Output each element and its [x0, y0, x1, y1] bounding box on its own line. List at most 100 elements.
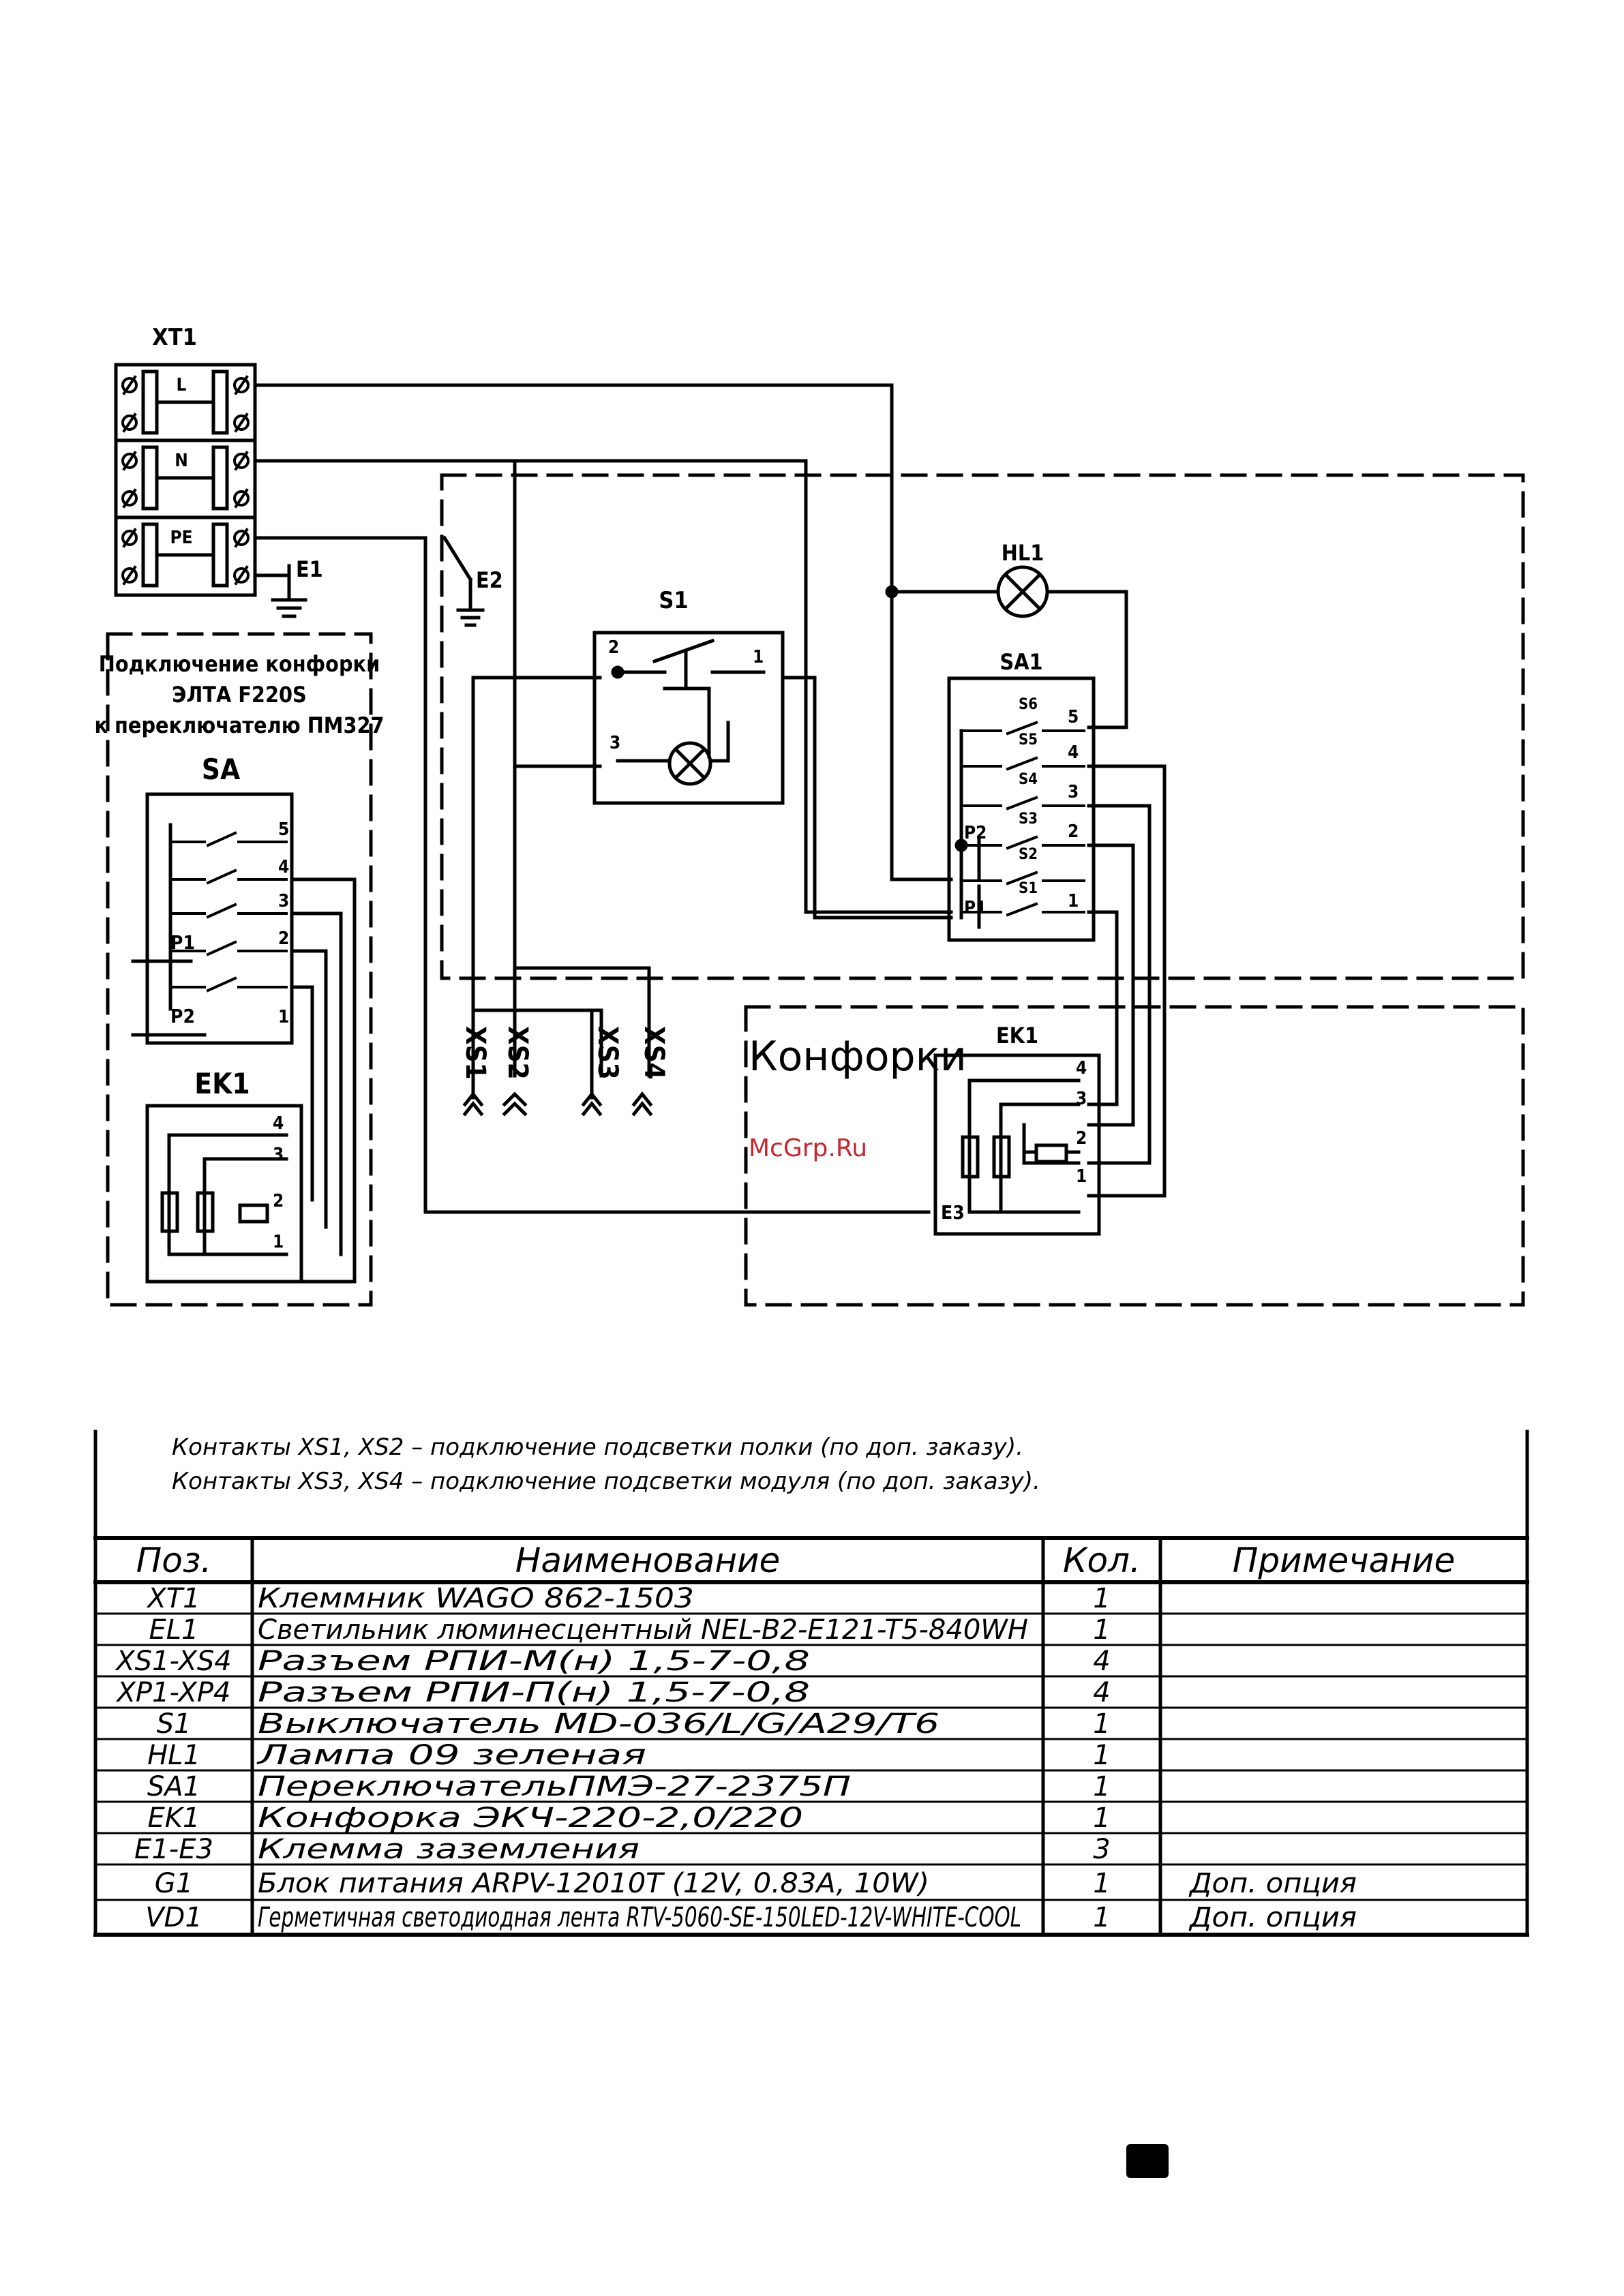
label-xt1-l: L — [177, 375, 187, 395]
label-sa1-s4: S4 — [1019, 771, 1038, 788]
inset-pin2: 2 — [278, 928, 289, 949]
bom-row-qty: 1 — [1093, 1740, 1110, 1771]
label-sa1-pin3: 3 — [1068, 782, 1079, 802]
label-ek1-pin3: 3 — [1076, 1089, 1087, 1109]
inset-pin4: 4 — [278, 857, 289, 877]
bom-header-pos: Поз. — [136, 1541, 212, 1580]
inset-title-3: к переключателю ПМ327 — [94, 712, 384, 738]
bom-row-qty: 1 — [1093, 1614, 1110, 1646]
inset-switch-sa — [131, 792, 357, 1284]
switch-s1 — [592, 631, 785, 805]
inset-ek1-pin4: 4 — [273, 1113, 284, 1134]
bom-row-pos: EL1 — [149, 1614, 198, 1646]
terminal-block-xt1 — [114, 363, 257, 597]
bom-row-name: Лампа 09 зеленая — [256, 1740, 646, 1771]
inset-p1: P1 — [170, 931, 195, 954]
inset-title-1: Подключение конфорки — [99, 651, 380, 677]
bom-header-qty: Кол. — [1063, 1541, 1141, 1580]
label-e3: E3 — [941, 1201, 965, 1224]
bom-row-name: Клеммник WAGO 862-1503 — [258, 1583, 694, 1614]
label-ek1-pin4: 4 — [1076, 1058, 1087, 1078]
label-sa1-p1: P1 — [964, 898, 987, 918]
wire-s1-feed — [471, 676, 953, 1078]
bom-row-qty: 1 — [1093, 1868, 1110, 1899]
lamp-hl1 — [885, 565, 1128, 729]
bom-row-note: Доп. опция — [1188, 1902, 1357, 1933]
bom-row-name: Герметичная светодиодная лента RTV-5060-… — [258, 1902, 1021, 1933]
bom-row-pos: XP1-XP4 — [116, 1677, 231, 1708]
label-xs4: XS4 — [638, 1026, 670, 1080]
bom-row-pos: E1-E3 — [134, 1834, 213, 1865]
bom-row-pos: EK1 — [148, 1802, 200, 1834]
bom-row-name: Блок питания ARPV-12010T (12V, 0.83A, 10… — [258, 1868, 929, 1899]
label-sa1-pin5: 5 — [1068, 707, 1079, 727]
bom-row-name: Клемма заземления — [258, 1834, 640, 1865]
bom-header-note: Примечание — [1233, 1541, 1455, 1580]
bom-row-pos: VD1 — [145, 1902, 202, 1933]
inset-sa: SA — [202, 753, 241, 786]
label-sa1-pin2: 2 — [1068, 821, 1079, 842]
wire-l — [253, 383, 953, 881]
label-xt1-n: N — [175, 451, 188, 471]
label-xt1: XT1 — [152, 324, 197, 351]
label-ek1-pin2: 2 — [1076, 1128, 1087, 1149]
bom-header-name: Наименование — [515, 1541, 781, 1580]
label-e2: E2 — [476, 567, 503, 593]
bom-row-pos: HL1 — [147, 1740, 200, 1771]
label-s1-pin3: 3 — [610, 733, 620, 753]
inset-ek1-pin2: 2 — [273, 1191, 284, 1211]
label-e1: E1 — [296, 556, 323, 582]
bom-row-name: Светильник люминесцентный NEL-B2-E121-T5… — [258, 1614, 1028, 1646]
watermark-text: McGrp.Ru — [749, 1134, 867, 1162]
page-number-marker — [1126, 2144, 1169, 2178]
bom-row-name: ПереключательПМЭ-27-2375П — [258, 1771, 851, 1802]
bom-row-qty: 1 — [1093, 1802, 1110, 1834]
bom-row-pos: SA1 — [147, 1771, 200, 1802]
inset-ek1-pin1: 1 — [273, 1232, 284, 1252]
label-ek1: EK1 — [996, 1023, 1038, 1048]
label-ek1-pin1: 1 — [1076, 1166, 1087, 1187]
label-sa1-s2: S2 — [1019, 846, 1038, 863]
inset-title-2: ЭЛТА F220S — [172, 682, 306, 708]
xs-connectors — [462, 1008, 653, 1117]
inset-ek1-pin3: 3 — [273, 1145, 284, 1165]
inset-pin1: 1 — [278, 1007, 289, 1027]
bom-row-qty: 1 — [1093, 1583, 1110, 1614]
label-sa1-s1: S1 — [1019, 880, 1038, 897]
ground-e1 — [253, 564, 307, 618]
bom-row-pos: XT1 — [146, 1583, 200, 1614]
label-sa1-p2: P2 — [964, 823, 987, 843]
bom-row-qty: 4 — [1093, 1646, 1110, 1677]
switch-sa1 — [947, 676, 1096, 942]
bom-row-name: Разъем РПИ-М(н) 1,5-7-0,8 — [258, 1646, 810, 1677]
wire-n-bus — [513, 459, 651, 1078]
label-s1: S1 — [659, 587, 688, 614]
bom-row-pos: S1 — [157, 1708, 192, 1740]
bom-row-qty: 1 — [1093, 1771, 1110, 1802]
bom-row-name: Выключатель MD-036/L/G/A29/T6 — [258, 1708, 939, 1740]
inset-ek1: EK1 — [194, 1067, 250, 1100]
bom-row-name: Конфорка ЭКЧ-220-2,0/220 — [258, 1802, 803, 1834]
label-hl1: HL1 — [1002, 540, 1044, 566]
bom-row-name: Разъем РПИ-П(н) 1,5-7-0,8 — [258, 1677, 810, 1708]
inset-pin5: 5 — [278, 819, 289, 840]
wire-n — [253, 459, 953, 914]
bom-row-qty: 1 — [1093, 1902, 1110, 1933]
label-sa1-s3: S3 — [1019, 811, 1038, 828]
hob-ek1 — [933, 1053, 1101, 1236]
label-xt1-pe: PE — [170, 528, 192, 548]
label-xs2: XS2 — [502, 1026, 533, 1080]
label-s1-pin2: 2 — [608, 637, 619, 658]
bom-grid — [93, 1430, 1529, 1937]
label-xs1: XS1 — [460, 1026, 491, 1080]
dashed-enclosures — [106, 473, 1525, 1307]
wires-sa1-ek1 — [1087, 764, 1167, 1198]
bom-row-pos: G1 — [155, 1868, 193, 1899]
label-konforki: Конфорки — [749, 1033, 967, 1081]
bom-row-pos: XS1-XS4 — [115, 1646, 232, 1677]
label-xs3: XS3 — [592, 1026, 623, 1080]
bom-row-qty: 4 — [1093, 1677, 1110, 1708]
inset-p2: P2 — [170, 1005, 195, 1027]
inset-pin3: 3 — [278, 891, 289, 911]
